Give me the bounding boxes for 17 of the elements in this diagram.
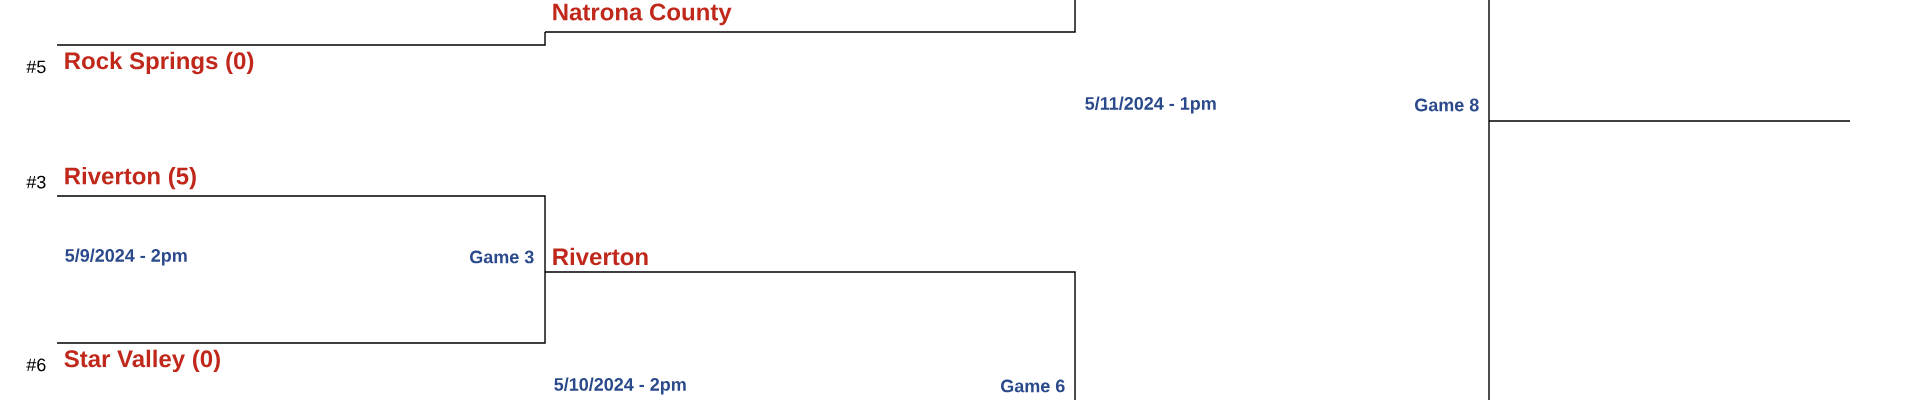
seed-number: #6 bbox=[26, 358, 46, 372]
team-name: Rock Springs (0) bbox=[65, 51, 254, 75]
seed-number: #5 bbox=[26, 60, 46, 74]
game-date: 5/11/2024 - 1pm bbox=[1085, 96, 1216, 114]
bracket-line bbox=[56, 195, 546, 273]
bracket-line bbox=[56, 271, 546, 344]
team-name: Star Valley (0) bbox=[64, 349, 220, 373]
team-name: Riverton bbox=[553, 247, 648, 266]
game-date: 5/10/2024 - 2pm bbox=[554, 377, 686, 395]
game-date: 5/9/2024 - 2pm bbox=[65, 248, 187, 266]
game-number: Game 3 bbox=[470, 250, 534, 264]
seed-number: #3 bbox=[26, 175, 46, 189]
bracket-line bbox=[56, 31, 546, 46]
game-number: Game 6 bbox=[1001, 379, 1065, 393]
game-number: Game 8 bbox=[1415, 98, 1479, 112]
team-name: Natrona County bbox=[553, 3, 732, 26]
team-name: Riverton (5) bbox=[65, 166, 196, 190]
